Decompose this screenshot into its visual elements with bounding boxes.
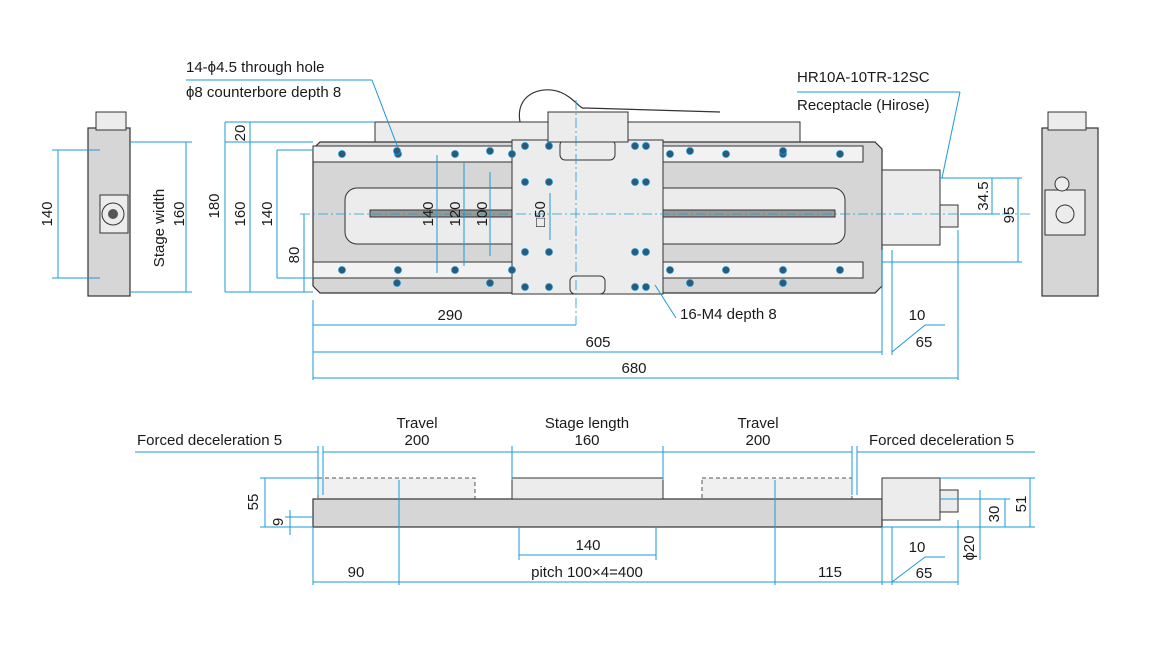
hole-icon xyxy=(394,266,402,274)
hole-icon xyxy=(508,266,516,274)
dim-120-inner: 120 xyxy=(447,201,464,226)
front-base xyxy=(312,498,883,528)
dim-65: 65 xyxy=(916,334,933,351)
callout-through-hole: 14-ϕ4.5 through hole xyxy=(186,59,325,76)
hole-icon xyxy=(686,279,694,287)
dim-pitch: pitch 100×4=400 xyxy=(531,564,643,581)
forced-decel-right: Forced deceleration 5 xyxy=(869,432,1014,449)
dim-180: 180 xyxy=(206,193,223,218)
top-view: 14-ϕ4.5 through hole ϕ8 counterbore dept… xyxy=(186,59,1030,380)
callout-counterbore: ϕ8 counterbore depth 8 xyxy=(186,84,341,101)
dim-20: 20 xyxy=(232,125,249,142)
hole-icon xyxy=(642,248,650,256)
dim-50: □50 xyxy=(532,201,549,227)
hole-icon xyxy=(686,147,694,155)
front-view: Travel 200 Stage length 160 Travel 200 F… xyxy=(135,415,1035,585)
hole-icon xyxy=(642,283,650,291)
dim-55: 55 xyxy=(245,494,262,511)
dim-phi20: ϕ20 xyxy=(961,535,978,560)
front-knob xyxy=(939,489,959,513)
hole-icon xyxy=(545,178,553,186)
travel-left-value: 200 xyxy=(404,432,429,449)
dim-30: 30 xyxy=(986,506,1003,523)
carriage-right-limit xyxy=(701,477,853,500)
dim-100-inner: 100 xyxy=(474,201,491,226)
hole-icon xyxy=(779,266,787,274)
dim-290: 290 xyxy=(437,307,462,324)
dim-side-160: 160 xyxy=(171,201,188,226)
hole-icon xyxy=(779,147,787,155)
connector-icon xyxy=(1054,176,1070,192)
dim-side-140: 140 xyxy=(39,201,56,226)
front-carriage xyxy=(511,477,664,500)
dim-95: 95 xyxy=(1001,207,1018,224)
dim-115: 115 xyxy=(818,564,842,581)
travel-left-label: Travel xyxy=(396,415,437,432)
carriage-left-limit xyxy=(317,477,476,500)
dim-605: 605 xyxy=(585,334,610,351)
forced-decel-left: Forced deceleration 5 xyxy=(137,432,282,449)
dim-51: 51 xyxy=(1013,496,1030,513)
hole-icon xyxy=(836,150,844,158)
callout-connector: HR10A-10TR-12SC xyxy=(797,69,930,86)
dim-90: 90 xyxy=(348,564,365,581)
callout-tapped-holes: 16-M4 depth 8 xyxy=(680,306,777,323)
front-motor xyxy=(881,477,941,521)
hole-icon xyxy=(631,142,639,150)
hole-icon xyxy=(338,266,346,274)
hole-icon xyxy=(451,266,459,274)
dim-front-65: 65 xyxy=(916,565,933,582)
dim-140-inner: 140 xyxy=(420,201,437,226)
hole-icon xyxy=(393,147,401,155)
cable-clamp xyxy=(547,111,629,143)
hole-icon xyxy=(393,279,401,287)
side-cover xyxy=(95,111,127,131)
hole-icon xyxy=(545,142,553,150)
hole-icon xyxy=(836,266,844,274)
hole-icon xyxy=(486,279,494,287)
dim-80: 80 xyxy=(286,247,303,264)
travel-right-value: 200 xyxy=(745,432,770,449)
knob xyxy=(939,204,959,228)
stage-length-value: 160 xyxy=(574,432,599,449)
hole-icon xyxy=(451,150,459,158)
dim-front-140: 140 xyxy=(575,537,600,554)
dim-160: 160 xyxy=(232,201,249,226)
hole-icon xyxy=(642,142,650,150)
hole-icon xyxy=(722,150,730,158)
hole-icon xyxy=(521,178,529,186)
right-side-view xyxy=(1041,111,1099,297)
dim-680: 680 xyxy=(621,360,646,377)
stage-length-label: Stage length xyxy=(545,415,629,432)
mounting-holes xyxy=(338,142,844,291)
hole-icon xyxy=(545,283,553,291)
hole-icon xyxy=(486,147,494,155)
dim-34-5: 34.5 xyxy=(975,181,992,210)
motor xyxy=(881,169,941,246)
hole-icon xyxy=(666,150,674,158)
dim-10: 10 xyxy=(909,307,926,324)
left-side-view: 140 Stage width 160 xyxy=(39,111,192,297)
hole-icon xyxy=(631,178,639,186)
hole-icon xyxy=(521,248,529,256)
dim-front-10: 10 xyxy=(909,539,926,556)
hole-icon xyxy=(666,266,674,274)
cable xyxy=(518,89,721,123)
hole-icon xyxy=(722,266,730,274)
hole-icon xyxy=(545,248,553,256)
callout-receptacle: Receptacle (Hirose) xyxy=(797,97,930,114)
hole-icon xyxy=(779,279,787,287)
hole-icon xyxy=(508,150,516,158)
hole-icon xyxy=(631,283,639,291)
hole-icon xyxy=(631,248,639,256)
stage-width-label: Stage width xyxy=(151,189,168,267)
hole-icon xyxy=(521,283,529,291)
hole-icon xyxy=(338,150,346,158)
travel-right-label: Travel xyxy=(737,415,778,432)
dim-9: 9 xyxy=(270,518,287,526)
hole-icon xyxy=(642,178,650,186)
dim-140: 140 xyxy=(259,201,276,226)
hole-icon xyxy=(521,142,529,150)
